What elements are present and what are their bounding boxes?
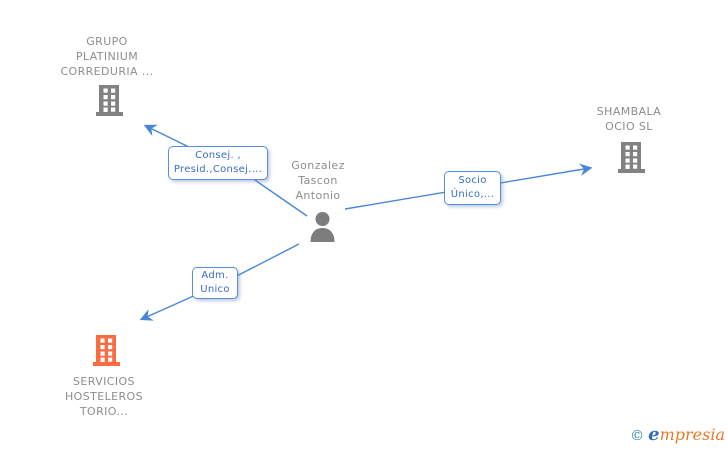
company-shambala-label[interactable]: SHAMBALA OCIO SL [596, 105, 662, 133]
person-icon[interactable] [308, 211, 337, 247]
relation-label-consej[interactable]: Consej. , Presid.,Consej.... [168, 146, 268, 180]
building-icon[interactable] [95, 84, 124, 122]
relation-label-adm-unico[interactable]: Adm. Unico [192, 267, 238, 299]
empresia-logo-text: mpresia [659, 425, 725, 444]
company-servicios-hosteleros-label[interactable]: SERVICIOS HOSTELEROS TORIO... [65, 375, 143, 418]
building-icon[interactable] [92, 333, 121, 373]
person-name-label[interactable]: Gonzalez Tascon Antonio [291, 159, 345, 202]
copyright-icon: © [630, 428, 645, 444]
company-grupo-platinium-label[interactable]: GRUPO PLATINIUM CORREDURIA ... [60, 35, 154, 78]
relation-label-socio-unico[interactable]: Socio Único,... [444, 171, 501, 205]
empresia-logo-e: e [648, 424, 660, 445]
building-icon[interactable] [617, 141, 646, 179]
empresia-watermark: ©empresia [630, 424, 725, 445]
